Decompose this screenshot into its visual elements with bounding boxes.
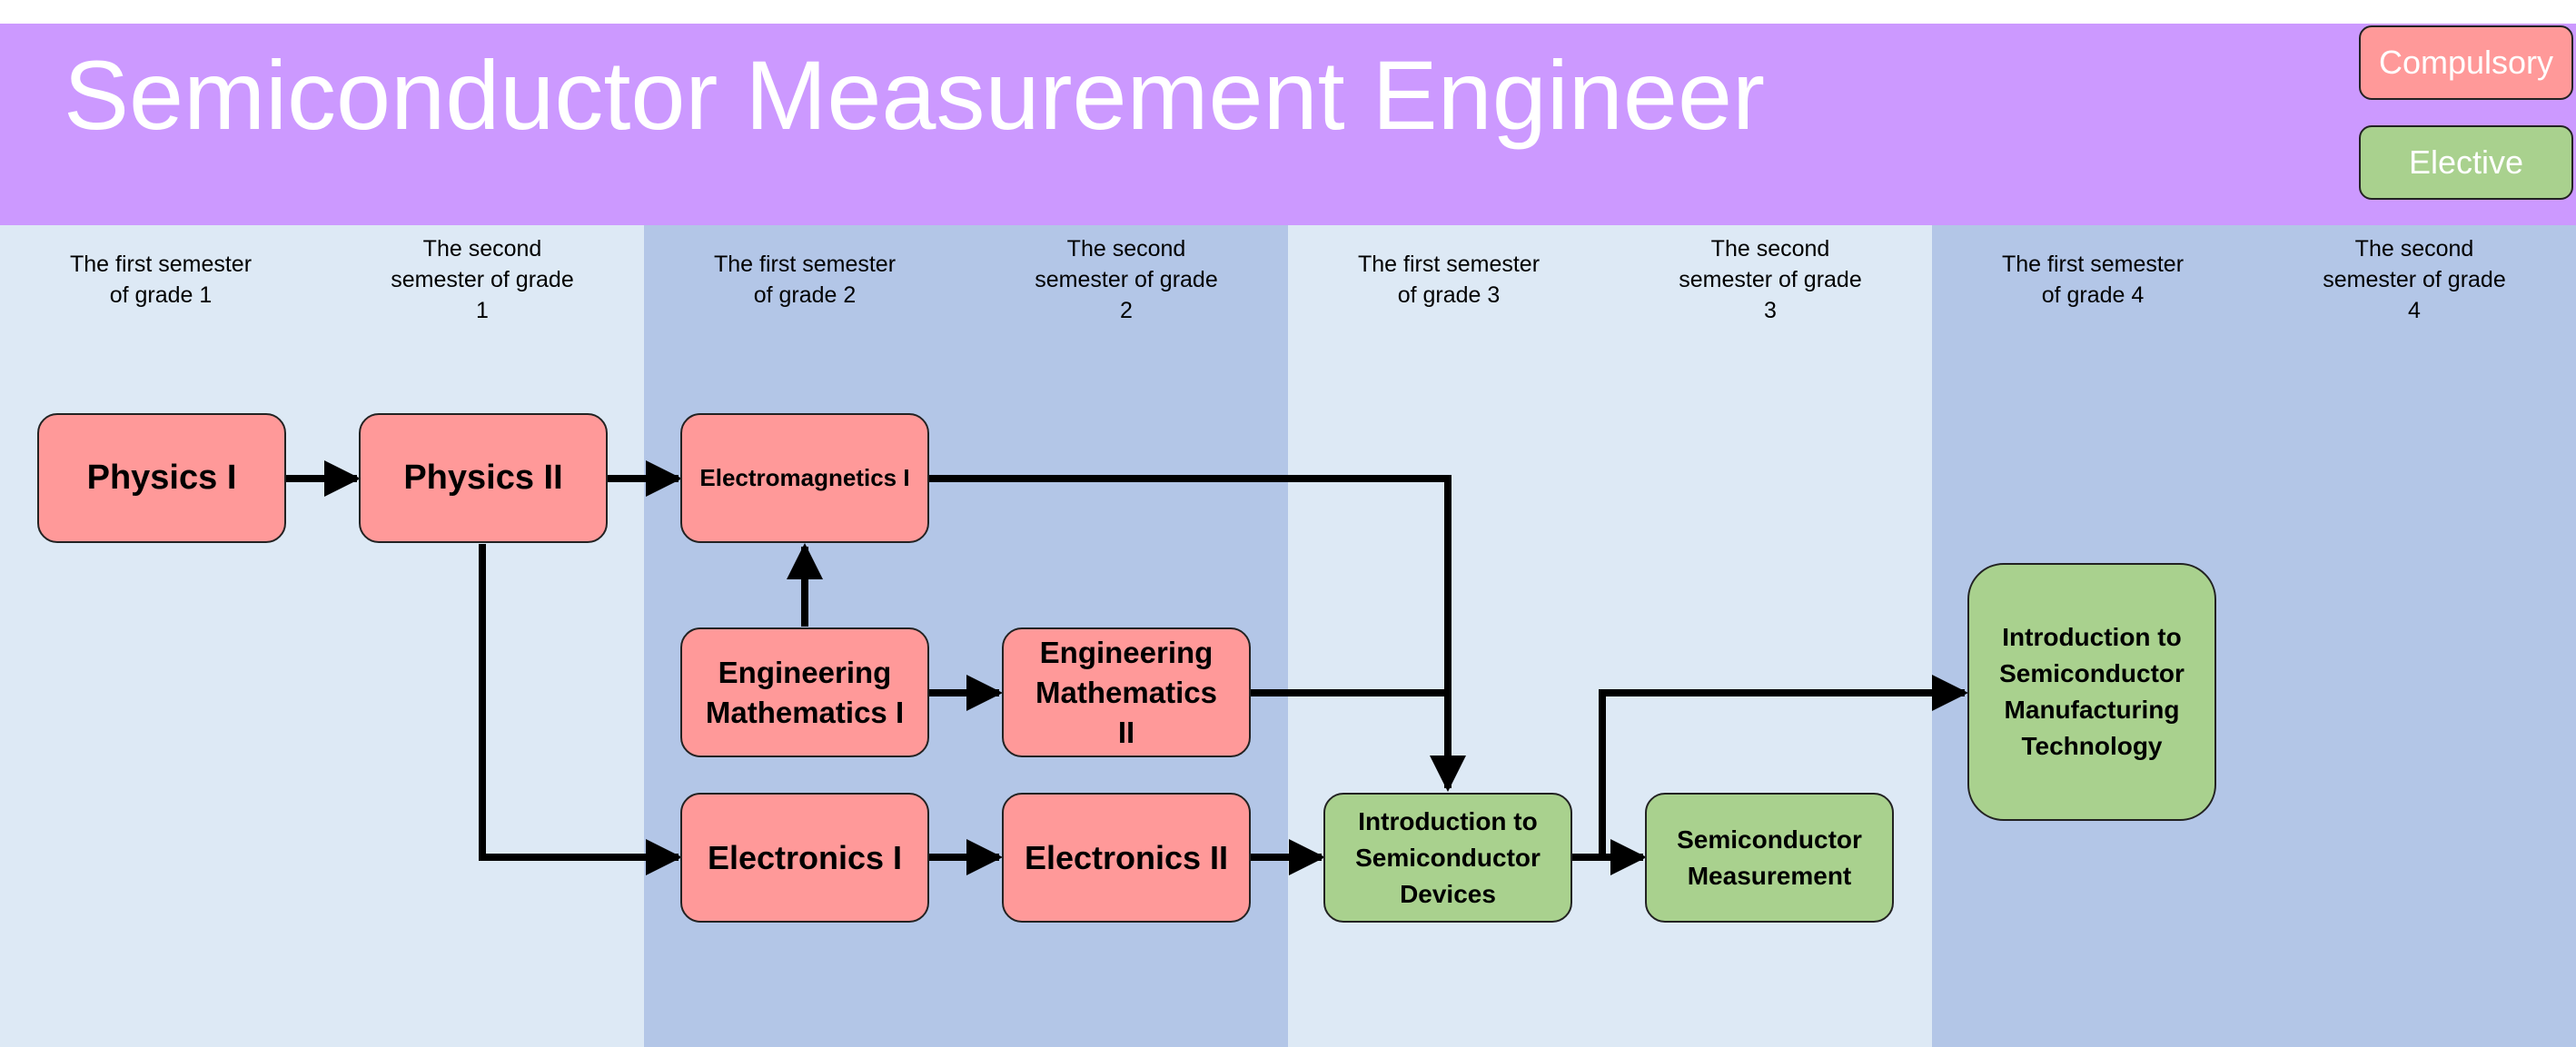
semester-label-g3-s1: The first semester of grade 3 [1357, 252, 1541, 308]
legend-elective: Elective [2359, 125, 2573, 200]
grade-1-band [0, 225, 644, 1047]
semester-label-g3-s2: The second semester of grade 3 [1679, 236, 1862, 323]
arrow-intro-devices-to-manufacturing [1599, 675, 1968, 857]
course-physics-2: Physics II [359, 413, 608, 543]
course-electromagnetics-1: Electromagnetics I [680, 413, 929, 543]
semester-label-g4-s1: The first semester of grade 4 [2001, 252, 2185, 308]
semester-label-g1-s2: The second semester of grade 1 [391, 236, 574, 323]
semester-label-g1-s1: The first semester of grade 1 [69, 252, 253, 308]
page-title: Semiconductor Measurement Engineer [64, 40, 1765, 150]
semester-label-g2-s1: The first semester of grade 2 [713, 252, 897, 308]
semester-label-g4-s2: The second semester of grade 4 [2323, 236, 2506, 323]
course-engineering-math-2: Engineering Mathematics II [1002, 627, 1251, 757]
course-intro-semiconductor-manufacturing: Introduction to Semiconductor Manufactur… [1967, 563, 2216, 821]
arrow-electromagnetics1-to-intro-devices [927, 475, 1466, 792]
course-physics-1: Physics I [37, 413, 286, 543]
course-engineering-math-1: Engineering Mathematics I [680, 627, 929, 757]
header-bar [0, 24, 2576, 225]
course-electronics-2: Electronics II [1002, 793, 1251, 923]
course-intro-semiconductor-devices: Introduction to Semiconductor Devices [1323, 793, 1572, 923]
arrow-physics2-to-electronics1 [479, 544, 682, 875]
course-semiconductor-measurement: Semiconductor Measurement [1645, 793, 1894, 923]
course-electronics-1: Electronics I [680, 793, 929, 923]
legend-compulsory: Compulsory [2359, 25, 2573, 100]
semester-label-g2-s2: The second semester of grade 2 [1035, 236, 1218, 323]
